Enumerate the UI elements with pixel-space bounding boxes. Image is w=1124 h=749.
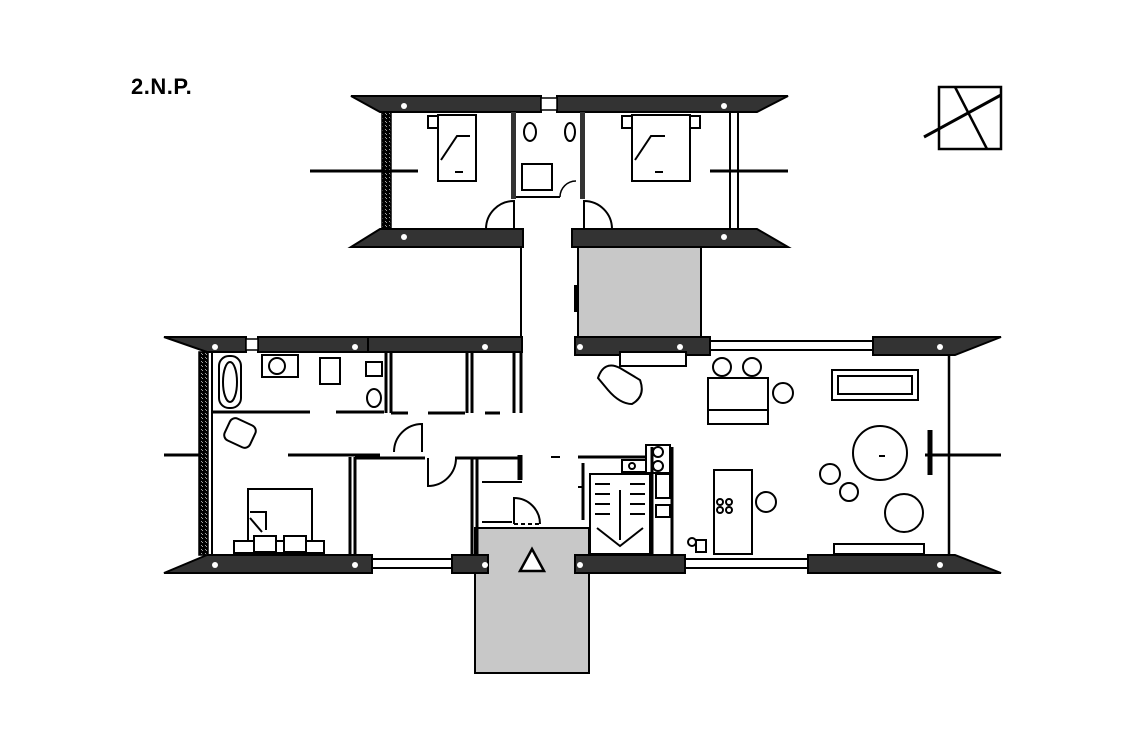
north-arrow-icon	[923, 85, 1003, 151]
entrance-arrow-icon	[517, 546, 547, 573]
terrace-gray	[577, 246, 702, 338]
lower-wing	[163, 336, 1002, 574]
floor-label: 2.N.P.	[131, 74, 193, 99]
upper-wing	[310, 95, 792, 248]
